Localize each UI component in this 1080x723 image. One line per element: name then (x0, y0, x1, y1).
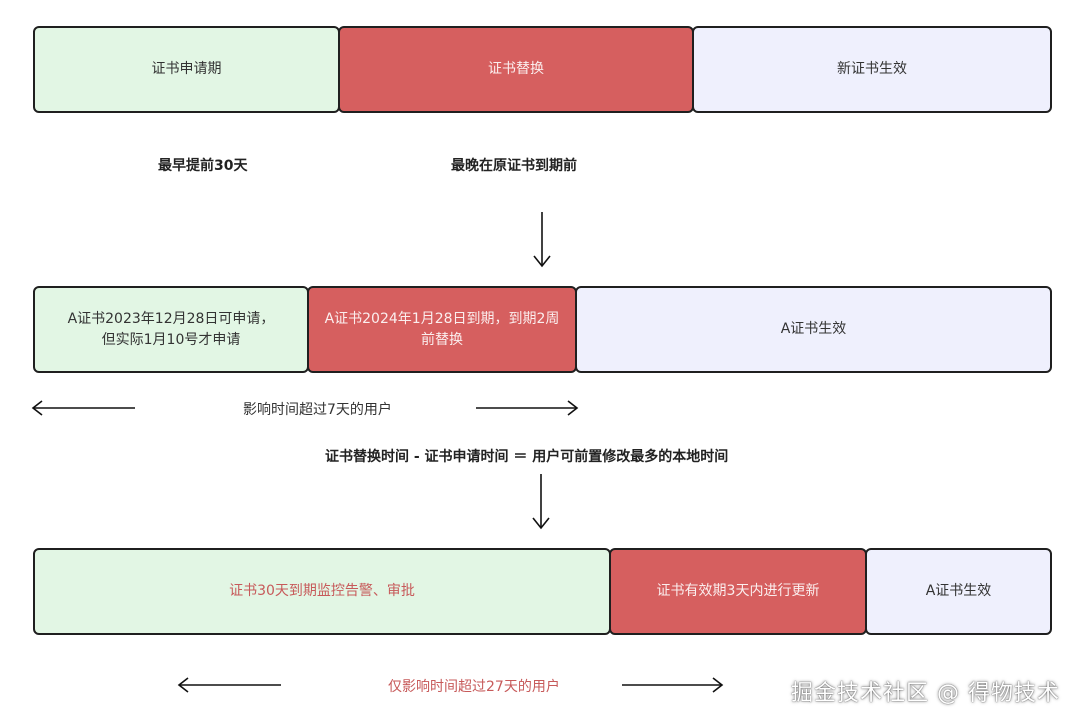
a-expire-box: A证书2024年1月28日到期，到期2周 前替换 (307, 286, 577, 373)
replace-label: 证书替换 (488, 61, 544, 77)
apply-period-label: 证书申请期 (151, 61, 222, 77)
down-arrow-2 (532, 474, 550, 530)
replace-box: 证书替换 (338, 26, 694, 113)
a-effective-label: A证书生效 (780, 321, 847, 337)
new-effective-label: 新证书生效 (837, 61, 907, 77)
a-expire-line-2: 前替换 (421, 331, 463, 348)
latest-label: 最晚在原证书到期前 (451, 158, 577, 174)
earliest-label: 最早提前30天 (158, 158, 248, 174)
right-arrow-1 (476, 400, 579, 416)
timeline-row-1: 证书申请期 证书替换 新证书生效 (33, 26, 1052, 113)
a-expire-line-1: A证书2024年1月28日到期，到期2周 (324, 310, 560, 327)
final-effective-box: A证书生效 (865, 548, 1052, 635)
new-effective-box: 新证书生效 (692, 26, 1052, 113)
impact-27-note: 仅影响时间超过27天的用户 (388, 679, 560, 695)
timeline-row-3: 证书30天到期监控告警、审批 证书有效期3天内进行更新 A证书生效 (33, 548, 1052, 635)
a-effective-box: A证书生效 (575, 286, 1052, 373)
right-arrow-2 (622, 677, 724, 693)
a-apply-line-1: A证书2023年12月28日可申请， (67, 310, 275, 327)
final-effective-label: A证书生效 (925, 583, 992, 599)
timeline-row-2: A证书2023年12月28日可申请， 但实际1月10号才申请 A证书2024年1… (33, 286, 1052, 373)
left-arrow-1 (31, 400, 135, 416)
update-box: 证书有效期3天内进行更新 (609, 548, 867, 635)
apply-period-box: 证书申请期 (33, 26, 340, 113)
site-watermark: 掘金技术社区 @ 得物技术 (791, 681, 1060, 706)
monitor-box: 证书30天到期监控告警、审批 (33, 548, 611, 635)
monitor-label: 证书30天到期监控告警、审批 (229, 583, 415, 599)
a-apply-line-2: 但实际1月10号才申请 (101, 331, 241, 348)
update-label: 证书有效期3天内进行更新 (656, 583, 820, 599)
a-apply-box: A证书2023年12月28日可申请， 但实际1月10号才申请 (33, 286, 309, 373)
down-arrow-1 (533, 212, 551, 268)
impact-7-note: 影响时间超过7天的用户 (243, 402, 392, 418)
formula-label: 证书替换时间 - 证书申请时间 ＝ 用户可前置修改最多的本地时间 (325, 449, 729, 465)
left-arrow-2 (177, 677, 281, 693)
